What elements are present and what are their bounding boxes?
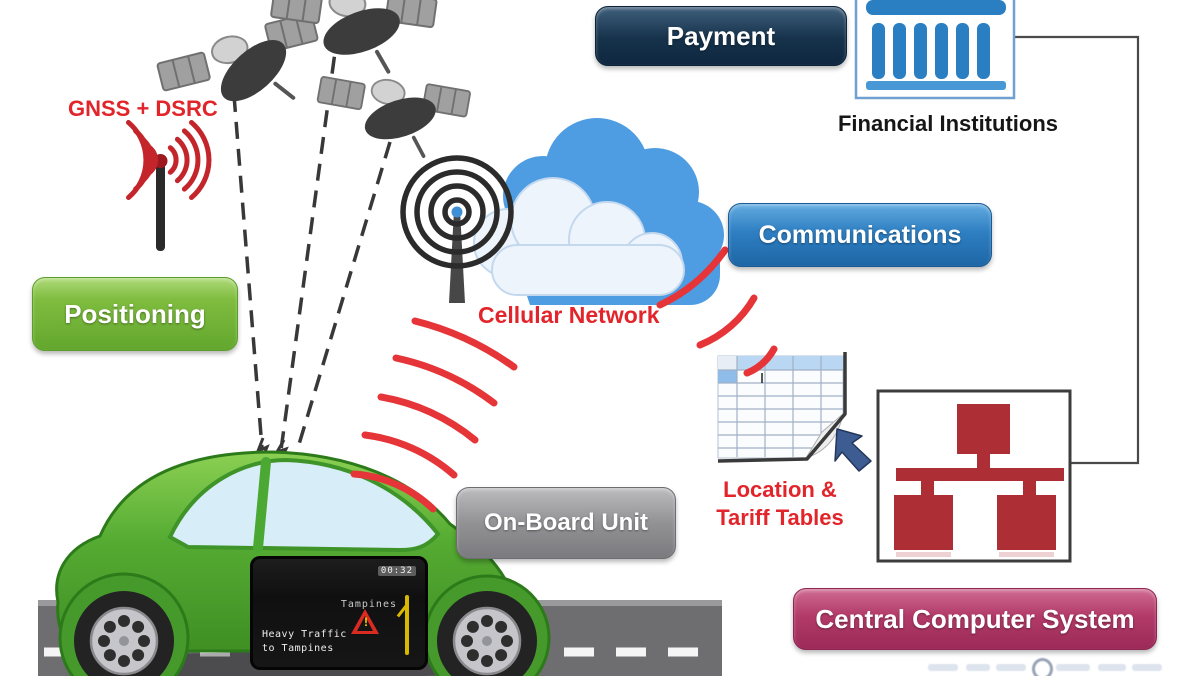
location-tariff-line2: Tariff Tables xyxy=(716,504,844,530)
satellite-icon xyxy=(309,63,473,165)
spreadsheet-table-icon xyxy=(717,352,847,463)
radio-wave-arcs-car-to-cloud xyxy=(350,317,518,513)
connector-line-financial-to-central xyxy=(1012,35,1140,465)
cellular-network-label: Cellular Network xyxy=(478,302,660,328)
obu-message-line1: Heavy Traffic xyxy=(262,629,347,640)
obu-road-glyph xyxy=(405,595,409,655)
cloud-icon xyxy=(473,118,724,305)
watermark-fragment xyxy=(928,664,958,671)
gnss-dsrc-label: GNSS + DSRC xyxy=(68,96,218,121)
central-computer-system-badge: Central Computer System xyxy=(793,588,1157,650)
obu-display-screen: 00:32 Tampines ! Heavy Traffic to Tampin… xyxy=(250,556,428,670)
obu-clock: 00:32 xyxy=(377,566,416,576)
radio-wave-arcs-cloud-to-tables xyxy=(656,246,778,377)
car-illustration xyxy=(55,450,551,676)
watermark-fragment xyxy=(966,664,990,671)
watermark-circle-glyph xyxy=(1032,658,1053,676)
watermark-fragment xyxy=(1098,664,1126,671)
cellular-antenna-icon xyxy=(400,155,514,303)
watermark-fragment xyxy=(1056,664,1090,671)
network-topology-icon xyxy=(876,389,1072,563)
warning-exclamation: ! xyxy=(364,615,368,629)
obu-traffic-message: Heavy Traffic to Tampines xyxy=(262,628,347,656)
financial-institutions-label: Financial Institutions xyxy=(837,111,1058,136)
cursor-arrow-icon xyxy=(834,428,872,472)
watermark xyxy=(928,658,1164,676)
satellite-signal-dashed-lines xyxy=(232,29,392,452)
communications-badge: Communications xyxy=(728,203,992,267)
radio-antenna-icon xyxy=(126,120,212,251)
positioning-badge: Positioning xyxy=(32,277,238,351)
watermark-fragment xyxy=(1132,664,1162,671)
warning-triangle-inner xyxy=(357,616,373,631)
on-board-unit-badge: On-Board Unit xyxy=(456,487,676,559)
obu-message-line2: to Tampines xyxy=(262,643,334,654)
obu-destination-label: Tampines xyxy=(340,599,397,610)
car-wheel xyxy=(437,591,537,676)
watermark-fragment xyxy=(996,664,1026,671)
bank-building-icon xyxy=(854,0,1016,100)
location-tariff-tables-label: Location & Tariff Tables xyxy=(693,476,867,531)
car-wheel xyxy=(74,591,174,676)
location-tariff-line1: Location & xyxy=(723,477,837,502)
payment-badge: Payment xyxy=(595,6,847,66)
